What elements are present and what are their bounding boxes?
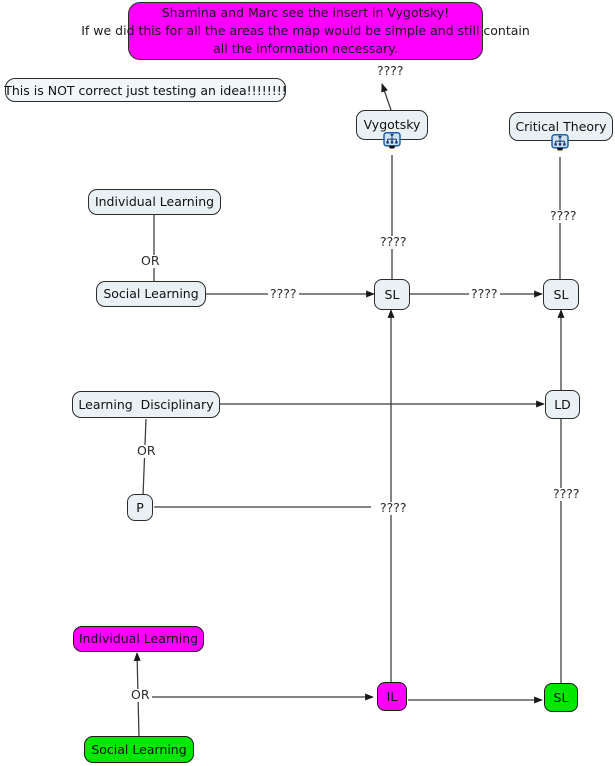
node-learning-disciplinary-label: Learning Disciplinary	[78, 396, 214, 412]
node-p-label: P	[136, 499, 144, 515]
edge-label-sl-to-sl: ????	[469, 286, 500, 301]
edge-label-critical-theory-up: ????	[548, 208, 579, 223]
node-ld-right[interactable]: LD	[545, 390, 580, 419]
node-individual-learning[interactable]: Individual Learning	[88, 189, 221, 215]
node-social-learning-green-label: Social Learning	[91, 741, 187, 757]
node-il-magenta-label: IL	[386, 688, 398, 704]
node-individual-learning-magenta-label: Individual Learning	[78, 631, 199, 647]
node-social-learning[interactable]: Social Learning	[96, 281, 206, 307]
edge-label-or-top: OR	[139, 253, 162, 268]
edge-label-vygotsky-up: ????	[378, 234, 409, 249]
node-critical-theory-label: Critical Theory	[515, 118, 607, 134]
node-vygotsky-label: Vygotsky	[363, 117, 421, 133]
note-box[interactable]: This is NOT correct just testing an idea…	[4, 78, 287, 102]
edge-label-or-bottom: OR	[129, 687, 152, 702]
node-individual-learning-magenta[interactable]: Individual Learning	[73, 626, 204, 652]
callout-line-1: Shamina and Marc see the insert in Vygot…	[161, 4, 450, 20]
node-p[interactable]: P	[127, 494, 153, 521]
node-sl-green-label: SL	[553, 689, 569, 705]
node-sl-middle[interactable]: SL	[374, 279, 410, 310]
edge-vygotsky-to-callout	[381, 83, 392, 111]
node-social-learning-label: Social Learning	[103, 286, 199, 302]
edge-label-p-to-il: ????	[378, 500, 409, 515]
node-il-magenta[interactable]: IL	[377, 682, 407, 711]
callout-box[interactable]: Shamina and Marc see the insert in Vygot…	[81, 2, 530, 60]
node-critical-theory[interactable]: Critical Theory	[509, 112, 613, 141]
node-sl-right-label: SL	[553, 286, 569, 302]
callout-line-3: all the information necessary.	[213, 41, 398, 57]
edge-label-to-callout: ????	[375, 63, 406, 78]
edge-label-or-middle: OR	[135, 443, 158, 458]
node-sl-middle-label: SL	[384, 286, 400, 302]
node-individual-learning-label: Individual Learning	[94, 194, 215, 210]
callout-line-2: If we did this for all the areas the map…	[81, 22, 530, 38]
submap-hierarchy-icon[interactable]	[383, 132, 401, 149]
node-social-learning-green[interactable]: Social Learning	[84, 736, 194, 763]
node-sl-right[interactable]: SL	[543, 279, 579, 310]
edge-label-social-to-sl: ????	[268, 286, 299, 301]
node-sl-green[interactable]: SL	[544, 683, 578, 712]
node-ld-right-label: LD	[554, 396, 571, 412]
submap-hierarchy-icon[interactable]	[551, 134, 569, 151]
edge-label-ld-down: ????	[551, 486, 582, 501]
node-learning-disciplinary[interactable]: Learning Disciplinary	[72, 391, 220, 418]
